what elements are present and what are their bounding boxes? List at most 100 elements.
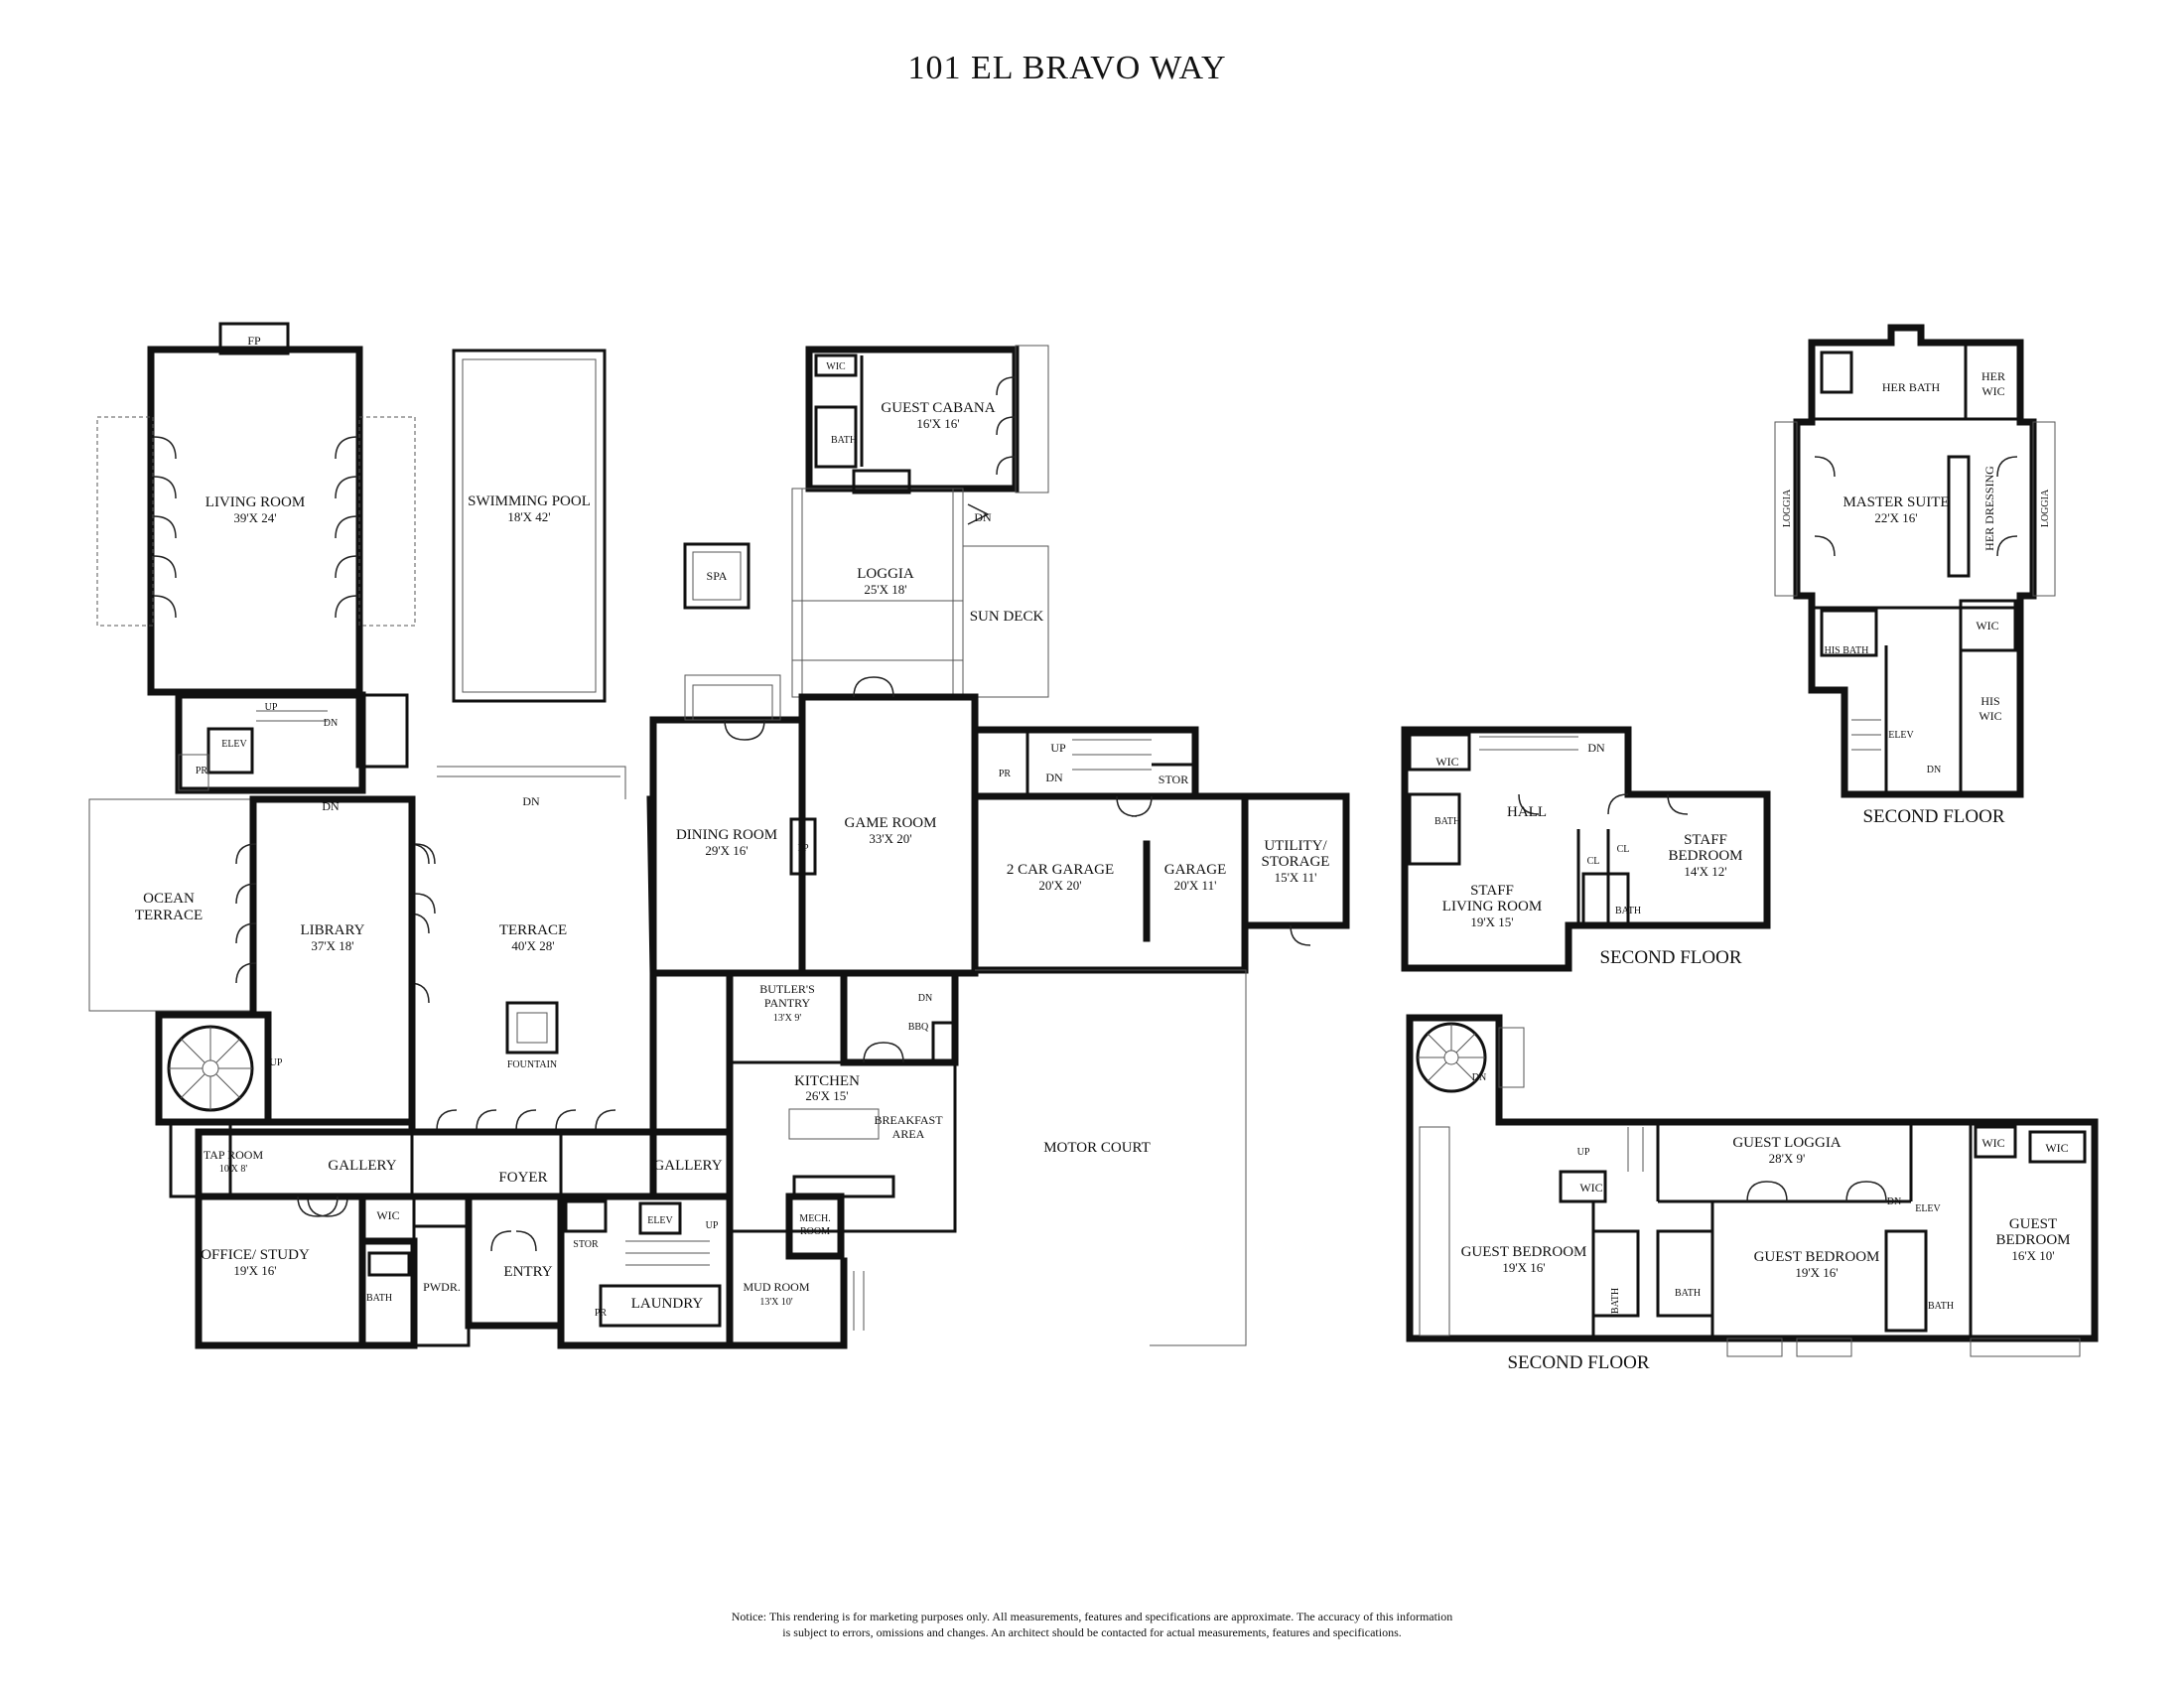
guest-bath2-label: BATH [1675, 1288, 1701, 1299]
guest-wic1-label: WIC [1579, 1181, 1602, 1195]
guest-bedroom2-label: GUEST BEDROOM [1754, 1249, 1880, 1265]
guest-bedroom1-dims: 19'X 16' [1502, 1260, 1545, 1275]
swimming-pool [452, 349, 607, 703]
master-suite-dims: 22'X 16' [1874, 510, 1917, 525]
living-up-label: UP [265, 702, 278, 713]
staff-bedroom-dims: 14'X 12' [1684, 864, 1726, 879]
office-label: OFFICE/ STUDY [201, 1247, 310, 1263]
library-label: LIBRARY [300, 922, 364, 938]
pantry-dims: 13'X 9' [773, 1013, 802, 1024]
utility-line2: STORAGE [1262, 854, 1330, 870]
spiral-up-label: UP [270, 1057, 283, 1068]
guest-bath1-label: BATH [1610, 1288, 1621, 1314]
laundry-pr-label: PR [595, 1308, 608, 1319]
living-dn-label: DN [324, 718, 338, 729]
pwdr-label: PWDR. [423, 1280, 461, 1294]
guest-wing-walls [1406, 1014, 2099, 1357]
laundry-stor-label: STOR [573, 1239, 599, 1250]
master-wing-walls [1774, 324, 2056, 798]
motor-court-outline [975, 969, 1247, 1346]
foyer-label: FOYER [498, 1170, 547, 1186]
guest-bedroom2-dims: 19'X 16' [1795, 1265, 1838, 1280]
library-dn-label: DN [322, 799, 340, 813]
game-up-label: UP [1050, 741, 1066, 755]
mud-room-walls [726, 1193, 865, 1349]
her-wic-line1: HER [1981, 369, 2005, 383]
tap-room-dims: 10'X 8' [219, 1164, 248, 1175]
spiral-stair [155, 1011, 272, 1126]
game-pr-label: PR [999, 769, 1012, 779]
master-dn-label: DN [1927, 765, 1941, 775]
utility-dims: 15'X 11' [1275, 870, 1317, 885]
her-dressing-label: HER DRESSING [1982, 466, 1996, 551]
staff-bath-label: BATH [1434, 816, 1460, 827]
sun-deck-label: SUN DECK [970, 609, 1044, 625]
guest-up-label: UP [1577, 1147, 1590, 1158]
utility-line1: UTILITY/ [1264, 838, 1327, 854]
guest-bedroom3-line2: BEDROOM [1995, 1232, 2070, 1248]
staff-wic-label: WIC [1435, 755, 1458, 769]
page-title: 101 EL BRAVO WAY [907, 50, 1227, 86]
entry-label: ENTRY [503, 1264, 552, 1280]
his-wic-line1: HIS [1980, 694, 1999, 708]
garage-2car-label: 2 CAR GARAGE [1007, 862, 1114, 878]
bbq-label: BBQ [908, 1022, 929, 1033]
staff-floor-label: SECOND FLOOR [1599, 947, 1741, 968]
guest-wic3-label: WIC [2045, 1141, 2068, 1155]
terrace-dims: 40'X 28' [511, 938, 554, 953]
master-loggia-right: LOGGIA [2040, 489, 2051, 527]
office-wic-label: WIC [376, 1208, 399, 1222]
office-dims: 19'X 16' [233, 1263, 276, 1278]
main-up-label: UP [706, 1220, 719, 1231]
notice-line-2: is subject to errors, omissions and chan… [782, 1625, 1402, 1639]
master-wic-label: WIC [1976, 619, 1998, 633]
mud-room-label: MUD ROOM [743, 1280, 809, 1294]
staff-living-dims: 19'X 15' [1470, 914, 1513, 929]
staff-dn-label: DN [1587, 741, 1605, 755]
loggia-label: LOGGIA [857, 566, 914, 582]
dining-room-dims: 29'X 16' [705, 843, 748, 858]
master-suite-label: MASTER SUITE [1843, 494, 1949, 510]
dining-room-label: DINING ROOM [676, 827, 777, 843]
guest-cabana-dims: 16'X 16' [916, 416, 959, 431]
master-floor-label: SECOND FLOOR [1862, 806, 2004, 827]
game-room-label: GAME ROOM [845, 815, 937, 831]
master-loggia-left: LOGGIA [1782, 489, 1793, 527]
pantry-line1: BUTLER'S [759, 982, 815, 996]
cabana-bath-label: BATH [831, 435, 857, 446]
breakfast-line2: AREA [892, 1127, 925, 1141]
living-room-label: LIVING ROOM [205, 494, 305, 510]
living-pr-label: PR [196, 766, 208, 776]
game-room-dims: 33'X 20' [869, 831, 911, 846]
gallery-east-label: GALLERY [653, 1158, 722, 1174]
main-elev-label: ELEV [647, 1215, 673, 1226]
spa-label: SPA [707, 569, 728, 583]
pool-label: SWIMMING POOL [468, 493, 591, 509]
bbq-dn-label: DN [918, 993, 932, 1004]
pool-dims: 18'X 42' [507, 509, 550, 524]
staff-bath2-label: BATH [1615, 906, 1641, 916]
guest-loggia-dims: 28'X 9' [1769, 1151, 1806, 1166]
mech-line2: ROOM [800, 1226, 830, 1237]
her-bath-label: HER BATH [1882, 380, 1941, 394]
living-elev-label: ELEV [221, 739, 247, 750]
office-walls [195, 1193, 565, 1349]
mech-line1: MECH. [799, 1213, 830, 1224]
motor-court-label: MOTOR COURT [1043, 1140, 1151, 1156]
loggia-walls [791, 469, 1049, 698]
guest-cabana-label: GUEST CABANA [881, 400, 995, 416]
living-stair-walls [175, 691, 409, 794]
gallery-west-label: GALLERY [328, 1158, 396, 1174]
fountain-label: FOUNTAIN [507, 1059, 557, 1070]
his-bath-label: HIS BATH [1825, 645, 1869, 656]
staff-living-line2: LIVING ROOM [1442, 899, 1542, 914]
kitchen-dims: 26'X 15' [805, 1088, 848, 1103]
kitchen-label: KITCHEN [794, 1073, 860, 1089]
staff-bedroom-line2: BEDROOM [1668, 848, 1742, 864]
disclaimer-notice: Notice: This rendering is for marketing … [596, 1609, 1588, 1640]
garage-label: GARAGE [1164, 862, 1227, 878]
garage-dims: 20'X 11' [1174, 878, 1217, 893]
staff-bedroom-line1: STAFF [1684, 832, 1727, 848]
staff-living-line1: STAFF [1470, 883, 1514, 899]
dining-room-walls [649, 674, 817, 977]
